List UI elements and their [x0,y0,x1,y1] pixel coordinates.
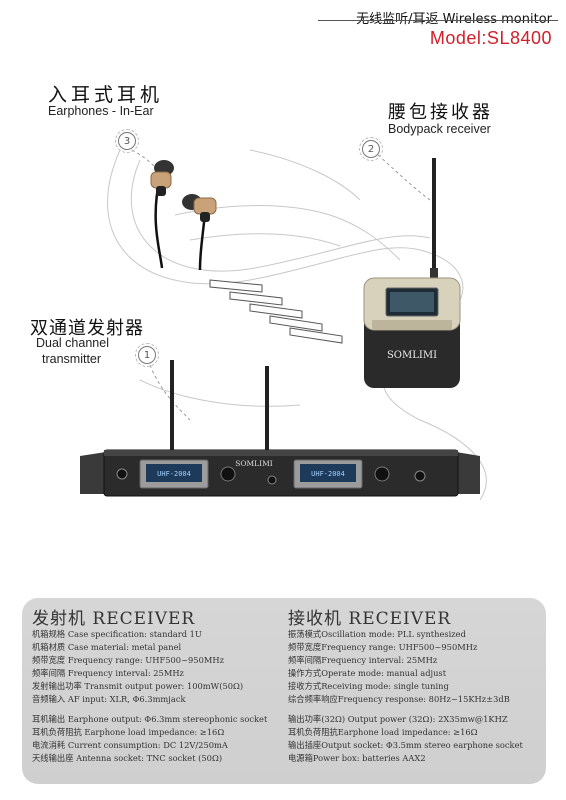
bodypack-brand-text: SOMLIMI [387,350,437,361]
spec-line: 操作方式Operate mode: manual adjust [288,668,447,679]
badge-number-2: 2 [359,137,383,161]
earphones-label-zh: 入耳式耳机 [48,84,164,106]
earphones-image [150,160,217,271]
fretboard-decoration [209,279,343,344]
badge-number-1: 1 [135,343,159,367]
spec-panel: 发射机 RECEIVER 机箱规格 Case specification: st… [22,598,546,784]
transmitter-spec-heading: 发射机 RECEIVER [32,609,196,629]
spec-line: 机箱材质 Case material: metal panel [32,642,182,653]
transmitter-label-en-line2: transmitter [42,352,102,366]
transmitter-label-en-line1: Dual channel [36,336,109,350]
spec-line: 发射输出功率 Transmit output power: 100mW(50Ω) [32,681,244,692]
spec-line: 振荡模式Oscillation mode: PLL synthesized [288,629,466,639]
spec-line: 机箱规格 Case specification: standard 1U [32,629,202,639]
bodypack-receiver-image: SOMLIMI [363,158,461,388]
model-number: Model:SL8400 [429,28,552,48]
product-illustration: SOMLIMI UHF-2004 UHF-2004 SOMLIMI [80,149,487,501]
transmitter-label-zh: 双通道发射器 [30,318,144,339]
badge-number-3: 3 [115,129,139,153]
rack-transmitter-image: UHF-2004 UHF-2004 SOMLIMI [80,360,480,497]
receiver-spec-heading: 接收机 RECEIVER [288,609,452,629]
rack-display-left: UHF-2004 [157,470,191,478]
spec-line: 频率间隔Frequency interval: 25MHz [288,655,438,666]
spec-line: 电流消耗 Current consumption: DC 12V/250mA [32,739,228,750]
spec-line: 综合频率响应Frequency response: 80Hz~15KHz±3dB [288,694,510,705]
header-divider [318,20,558,21]
spec-line: 耳机负荷阻抗 Earphone load impedance: ≥16Ω [32,726,225,737]
spec-line: 天线输出座 Antenna socket: TNC socket (50Ω) [32,752,223,763]
spec-line: 输出功率(32Ω) Output power (32Ω): 2X35mw@1KH… [288,713,508,724]
rack-display-right: UHF-2004 [311,470,345,478]
spec-line: 音频输入 AF input: XLR, Φ6.3mmjack [32,694,186,705]
spec-line: 频带宽度 Frequency range: UHF500~950MHz [32,655,224,666]
spec-line: 接收方式Receiving mode: single tuning [288,681,449,692]
spec-line: 频带宽度Frequency range: UHF500~950MHz [288,642,478,653]
rack-brand-text: SOMLIMI [235,459,273,468]
spec-line: 频率间隔 Frequency interval: 25MHz [32,668,184,679]
transmitter-spec-column: 发射机 RECEIVER 机箱规格 Case specification: st… [32,604,284,765]
bodypack-label-zh: 腰包接收器 [388,102,493,123]
spec-line: 电源箱Power box: batteries AAX2 [288,752,426,763]
earphones-label-en: Earphones - In-Ear [48,104,154,118]
page-header-title: 无线监听/耳返 Wireless monitor [356,12,552,27]
spec-line: 耳机负荷阻抗Earphone load impedance: ≥16Ω [288,726,478,737]
bodypack-label-en: Bodypack receiver [388,122,491,136]
guitar-outline-decoration [107,149,487,501]
receiver-spec-column: 接收机 RECEIVER 振荡模式Oscillation mode: PLL s… [288,604,546,765]
spec-line: 耳机输出 Earphone output: Φ6.3mm stereophoni… [32,713,268,724]
spec-line: 输出插座Output socket: Φ3.5mm stereo earphon… [288,739,523,750]
